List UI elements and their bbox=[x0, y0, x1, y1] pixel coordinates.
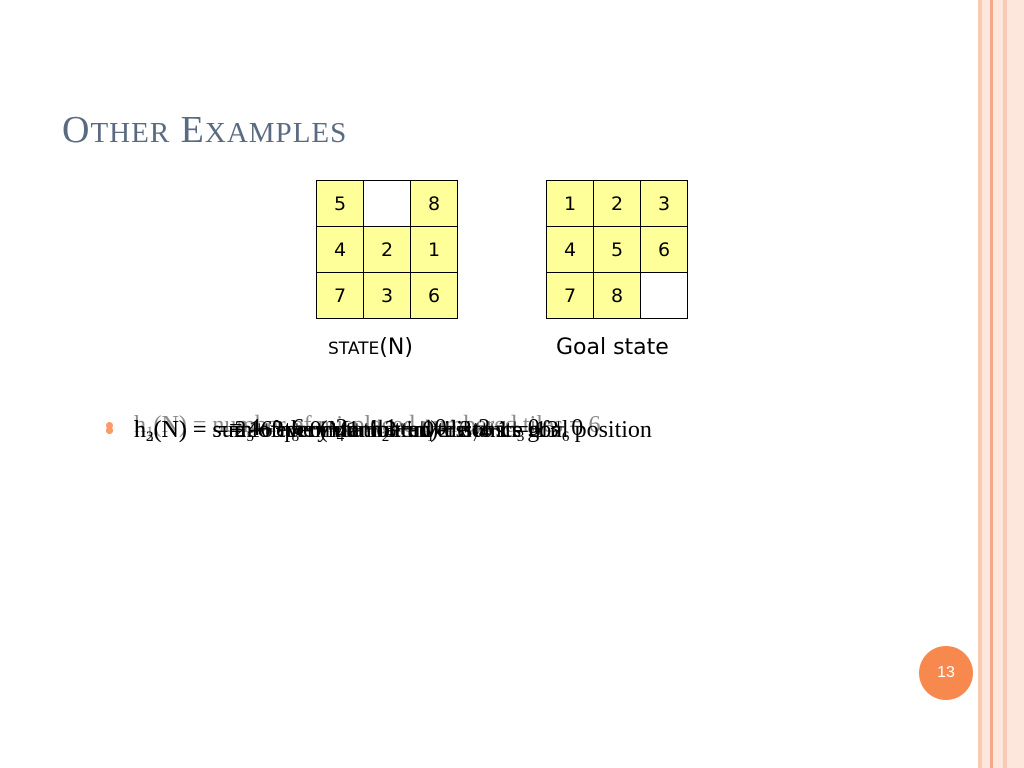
goal-tile: 6 bbox=[640, 226, 688, 273]
inversion-term: n bbox=[369, 417, 382, 443]
goal-tile: 1 bbox=[546, 180, 594, 227]
goal-blank-tile bbox=[640, 272, 688, 319]
goal-tile: 8 bbox=[593, 272, 641, 319]
inversion-term: n bbox=[324, 417, 337, 443]
inversion-term: n bbox=[279, 417, 292, 443]
goal-tile: 7 bbox=[546, 272, 594, 319]
goal-caption: Goal state bbox=[556, 335, 669, 360]
goal-tile: 3 bbox=[640, 180, 688, 227]
state-tile: 4 bbox=[316, 226, 364, 273]
bullet-dot bbox=[106, 427, 113, 434]
inversion-term: n bbox=[234, 417, 247, 443]
inversion-term: n bbox=[414, 417, 427, 443]
slide-title: OTHER EXAMPLES bbox=[62, 109, 348, 151]
goal-tile: 4 bbox=[546, 226, 594, 273]
state-tile: 8 bbox=[410, 180, 458, 227]
state-tile: 3 bbox=[363, 272, 411, 319]
inversion-term: n bbox=[459, 417, 472, 443]
goal-tile: 5 bbox=[593, 226, 641, 273]
state-tile: 1 bbox=[410, 226, 458, 273]
inversion-term: n bbox=[549, 417, 562, 443]
state-tile: 5 bbox=[316, 180, 364, 227]
state-blank-tile bbox=[363, 180, 411, 227]
state-caption: STATE(N) bbox=[328, 335, 413, 360]
inversion-term: n bbox=[504, 417, 517, 443]
page-number-badge: 13 bbox=[919, 646, 973, 700]
state-tile: 6 bbox=[410, 272, 458, 319]
decorative-side-stripes bbox=[978, 0, 1024, 768]
goal-tile: 2 bbox=[593, 180, 641, 227]
state-tile: 7 bbox=[316, 272, 364, 319]
state-tile: 2 bbox=[363, 226, 411, 273]
bullet-dot bbox=[106, 422, 113, 429]
